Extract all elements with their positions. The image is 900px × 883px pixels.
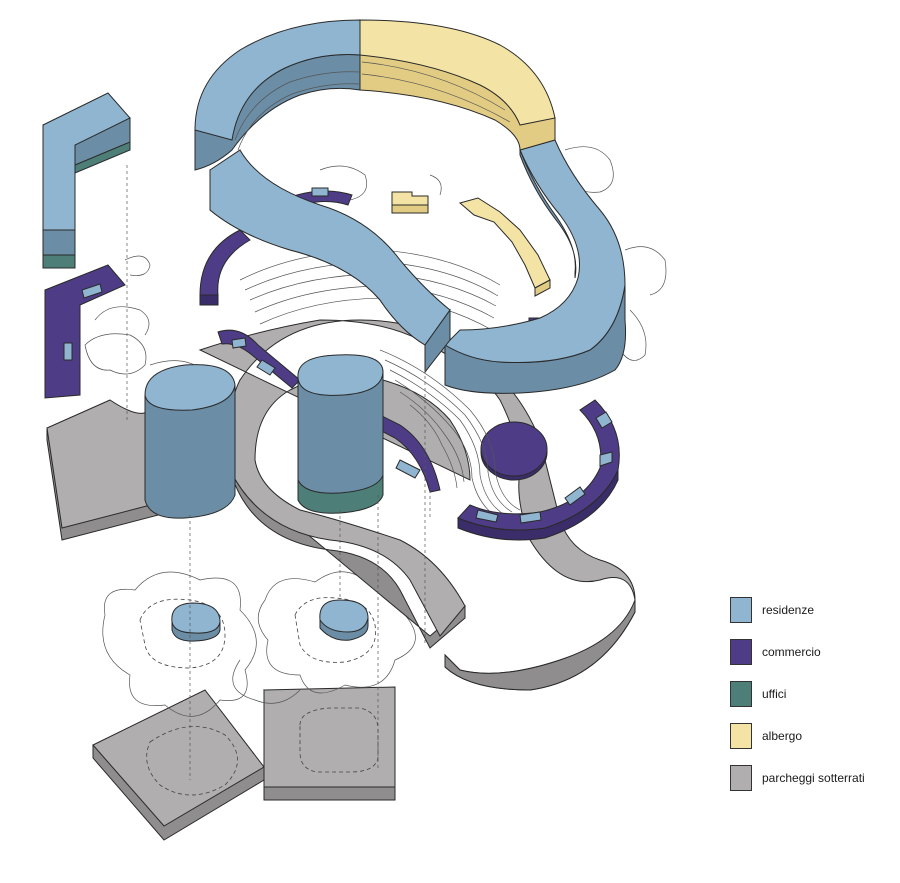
legend-item-commercio: commercio <box>730 638 890 666</box>
bottom-slab-left <box>92 689 265 841</box>
albergo-blocks <box>391 191 551 297</box>
legend-item-parcheggi: parcheggi sotterrati <box>730 764 890 792</box>
commercio-ring-lower <box>457 399 620 541</box>
ground-contours <box>102 571 416 717</box>
left-plan-commercio <box>44 264 126 399</box>
legend-swatch-residenze <box>730 597 752 623</box>
tower-left <box>144 364 236 519</box>
legend-label: commercio <box>762 645 821 659</box>
pad-left <box>171 602 221 642</box>
legend-label: parcheggi sotterrati <box>762 771 865 785</box>
bottom-slab-right <box>263 686 396 801</box>
tower-center <box>297 354 384 514</box>
pad-right <box>319 599 369 641</box>
legend-item-residenze: residenze <box>730 596 890 624</box>
legend-label: albergo <box>762 729 803 743</box>
legend-label: uffici <box>762 687 787 701</box>
legend-item-uffici: uffici <box>730 680 890 708</box>
parking-level <box>46 319 636 691</box>
round-plaza <box>480 421 548 481</box>
legend-item-albergo: albergo <box>730 722 890 750</box>
legend-swatch-albergo <box>730 723 752 749</box>
legend-swatch-uffici <box>730 681 752 707</box>
legend-swatch-parcheggi <box>730 765 752 791</box>
legend-swatch-commercio <box>730 639 752 665</box>
legend-label: residenze <box>762 603 815 617</box>
left-plan-uffici <box>42 92 131 269</box>
legend: residenze commercio uffici albergo parch… <box>730 596 890 806</box>
ring-building <box>194 19 626 394</box>
alignment-lines <box>126 165 431 780</box>
